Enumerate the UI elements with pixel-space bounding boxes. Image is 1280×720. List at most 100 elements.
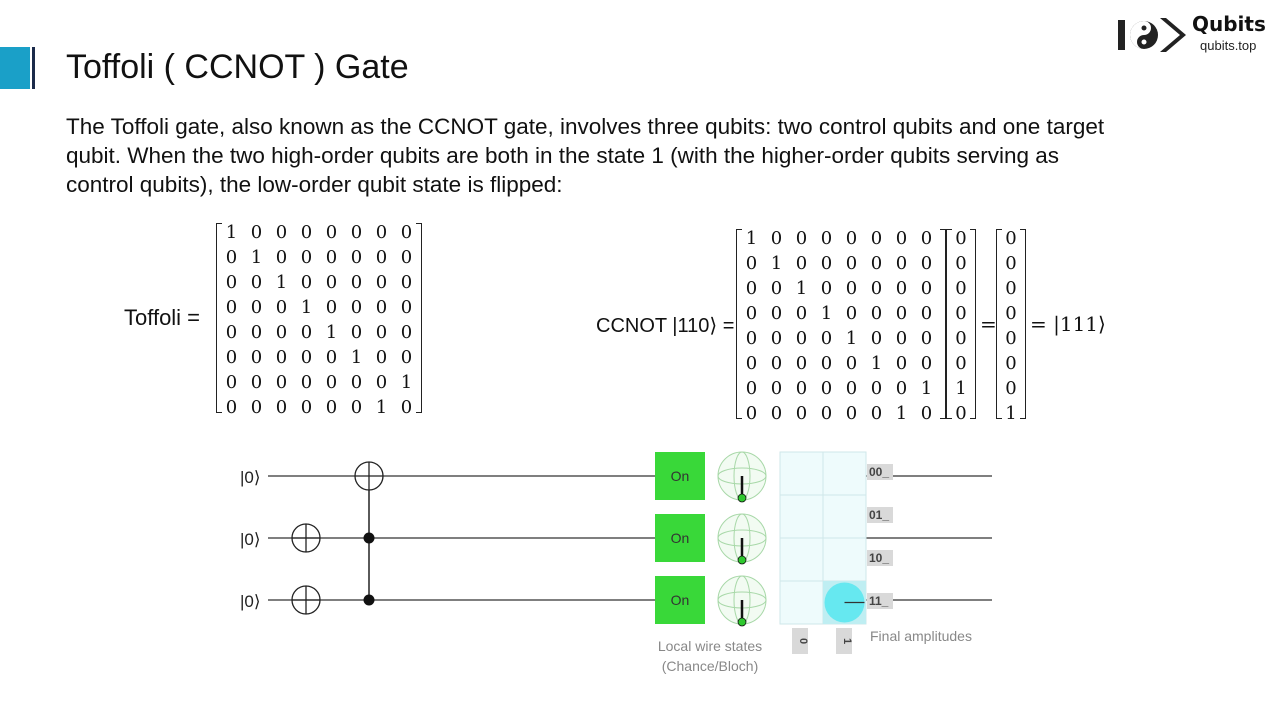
matrix-cell: 0: [1005, 278, 1017, 299]
wire-label-2: |0⟩: [240, 592, 261, 611]
matrix-cell: 0: [770, 403, 783, 424]
matrix-cell: 0: [845, 403, 858, 424]
matrix-cell: 0: [745, 328, 758, 349]
matrix-cell: 0: [870, 403, 883, 424]
paragraph-line: control qubits), the low-order qubit sta…: [66, 172, 563, 197]
matrix-cell: 1: [820, 303, 833, 324]
matrix-cell: 0: [1005, 228, 1017, 249]
x-gate-wire-2[interactable]: [291, 585, 321, 615]
matrix-cell: 0: [375, 322, 388, 343]
matrix-cell: 0: [955, 353, 967, 374]
matrix-cell: 0: [895, 378, 908, 399]
vector-right-bracket: [970, 229, 976, 419]
title-accent-line: [32, 47, 35, 89]
matrix-cell: 0: [325, 297, 338, 318]
matrix-cell: 0: [350, 322, 363, 343]
matrix-cell: 0: [920, 328, 933, 349]
bloch-sphere-1[interactable]: [717, 513, 767, 565]
matrix-cell: 0: [275, 247, 288, 268]
matrix-cell: 0: [870, 303, 883, 324]
matrix-cell: 0: [250, 297, 263, 318]
matrix-cell: 0: [845, 253, 858, 274]
matrix-cell: 0: [350, 247, 363, 268]
chance-display-2[interactable]: On: [655, 576, 705, 624]
matrix-cell: 0: [820, 228, 833, 249]
matrix-cell: 0: [225, 247, 238, 268]
matrix-right-bracket: [416, 223, 422, 413]
matrix-cell: 0: [350, 372, 363, 393]
matrix-cell: 0: [300, 397, 313, 418]
chance-display-1[interactable]: On: [655, 514, 705, 562]
matrix-cell: 1: [350, 347, 363, 368]
matrix-cell: 0: [845, 353, 858, 374]
matrix-cell: 0: [795, 403, 808, 424]
matrix-cell: 0: [795, 303, 808, 324]
matrix-cell: 0: [870, 228, 883, 249]
matrix-cell: 0: [275, 297, 288, 318]
matrix-cell: 0: [770, 328, 783, 349]
matrix-cell: 0: [225, 297, 238, 318]
control-dot-icon: [363, 594, 375, 606]
matrix-cell: 0: [795, 378, 808, 399]
matrix-cell: 0: [820, 253, 833, 274]
vector-left-bracket: [996, 229, 1002, 419]
matrix-cell: 0: [400, 272, 413, 293]
matrix-cell: 0: [955, 328, 967, 349]
vector-left-bracket: [946, 229, 952, 419]
x-gate-wire-1[interactable]: [291, 523, 321, 553]
matrix-cell: 1: [745, 228, 758, 249]
matrix-cell: 1: [1005, 403, 1017, 424]
matrix-cell: 0: [250, 372, 263, 393]
matrix-cell: 0: [400, 397, 413, 418]
matrix-cell: 0: [350, 397, 363, 418]
matrix-cell: 0: [400, 247, 413, 268]
matrix-cell: 1: [400, 372, 413, 393]
matrix-cell: 0: [895, 253, 908, 274]
slide-title: Toffoli ( CCNOT ) Gate: [66, 48, 409, 86]
matrix-cell: 0: [845, 378, 858, 399]
toffoli-gate[interactable]: [354, 461, 384, 606]
matrix-cell: 0: [870, 328, 883, 349]
matrix-cell: 0: [400, 222, 413, 243]
matrix-left-bracket: [216, 223, 222, 413]
local-states-subcaption: (Chance/Bloch): [662, 658, 759, 674]
matrix-cell: 0: [1005, 353, 1017, 374]
matrix-cell: 0: [745, 303, 758, 324]
matrix-cell: 0: [1005, 253, 1017, 274]
matrix-cell: 1: [300, 297, 313, 318]
matrix-cell: 0: [250, 347, 263, 368]
matrix-cell: 0: [820, 403, 833, 424]
matrix-cell: 0: [845, 278, 858, 299]
matrix-cell: 1: [895, 403, 908, 424]
matrix-cell: 0: [225, 322, 238, 343]
paragraph-line: The Toffoli gate, also known as the CCNO…: [66, 114, 1105, 139]
matrix-cell: 1: [275, 272, 288, 293]
matrix-cell: 0: [955, 228, 967, 249]
matrix-cell: 0: [895, 303, 908, 324]
matrix-cell: 0: [400, 322, 413, 343]
matrix-cell: 1: [225, 222, 238, 243]
matrix-cell: 0: [955, 253, 967, 274]
wire-label-1: |0⟩: [240, 530, 261, 549]
title-accent-bar: [0, 47, 30, 89]
matrix-cell: 0: [920, 278, 933, 299]
amplitude-grid[interactable]: [779, 451, 867, 625]
on-label: On: [671, 530, 690, 546]
matrix-cell: 0: [1005, 303, 1017, 324]
matrix-cell: 1: [870, 353, 883, 374]
matrix-cell: 0: [375, 347, 388, 368]
matrix-cell: 0: [895, 278, 908, 299]
matrix-cell: 0: [300, 322, 313, 343]
matrix-left-bracket: [736, 229, 742, 419]
matrix-cell: 0: [955, 278, 967, 299]
chance-display-0[interactable]: On: [655, 452, 705, 500]
matrix-cell: 0: [275, 222, 288, 243]
matrix-cell: 0: [870, 253, 883, 274]
equals-sign: =: [980, 312, 997, 336]
matrix-cell: 0: [770, 303, 783, 324]
bloch-sphere-2[interactable]: [717, 575, 767, 627]
bloch-sphere-0[interactable]: [717, 451, 767, 503]
